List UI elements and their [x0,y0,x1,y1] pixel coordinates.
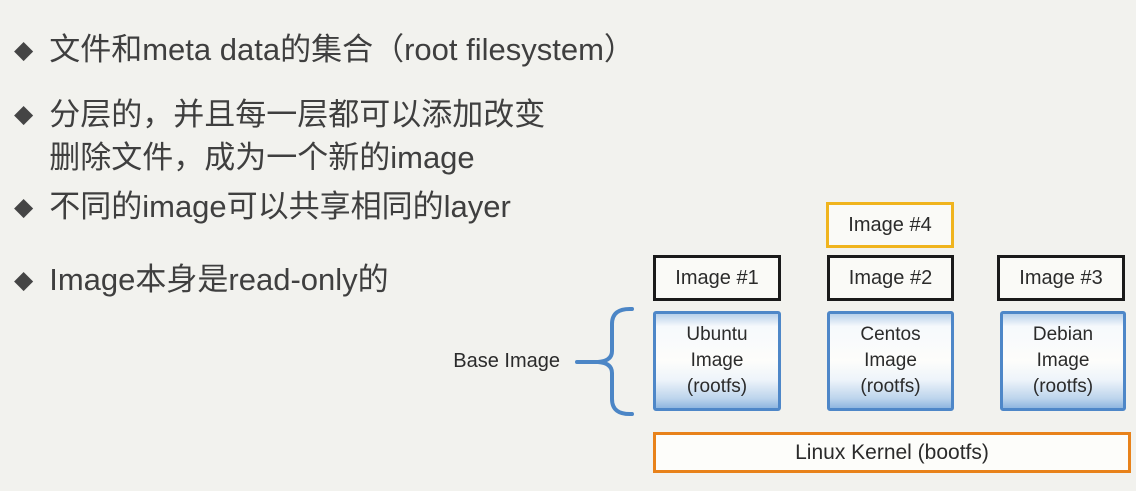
centos-line-2: Image [864,350,917,371]
centos-line-1: Centos [860,324,921,345]
centos-rootfs-label: Centos Image (rootfs) [860,322,920,400]
bullet-item-1: ◆ 文件和meta data的集合（root filesystem） [14,28,635,72]
debian-rootfs-box: Debian Image (rootfs) [1000,311,1126,411]
base-image-label: Base Image [453,350,560,372]
centos-rootfs-box: Centos Image (rootfs) [827,311,954,411]
bullet-text-1: 文件和meta data的集合（root filesystem） [49,32,635,67]
linux-kernel-label: Linux Kernel (bootfs) [795,440,989,464]
bullet-text-2-line-1: 分层的，并且每一层都可以添加改变 [49,97,546,132]
ubuntu-rootfs-label: Ubuntu Image (rootfs) [686,322,747,400]
centos-line-3: (rootfs) [860,376,921,397]
image3-label: Image #3 [1019,266,1103,289]
bullet-item-4: ◆ Image本身是read-only的 [14,258,389,302]
debian-rootfs-label: Debian Image (rootfs) [1033,322,1093,400]
image3-box: Image #3 [997,255,1125,301]
diamond-bullet-icon: ◆ [14,266,34,294]
image4-label: Image #4 [848,213,932,236]
bullet-text-2: 分层的，并且每一层都可以添加改变 删除文件，成为一个新的image [49,93,545,179]
bullet-text-2-line-2: 删除文件，成为一个新的image [49,140,475,175]
ubuntu-rootfs-box: Ubuntu Image (rootfs) [653,311,781,411]
diamond-bullet-icon: ◆ [14,100,34,128]
bullet-item-3: ◆ 不同的image可以共享相同的layer [14,185,511,229]
diamond-bullet-icon: ◆ [14,193,34,221]
bullet-item-2: ◆ 分层的，并且每一层都可以添加改变 删除文件，成为一个新的image [14,93,545,179]
ubuntu-line-2: Image [690,350,744,371]
ubuntu-line-3: (rootfs) [686,376,748,397]
ubuntu-line-1: Ubuntu [686,324,748,345]
image2-box: Image #2 [827,255,954,301]
image4-box: Image #4 [826,202,954,248]
image2-label: Image #2 [848,266,933,289]
diamond-bullet-icon: ◆ [14,36,34,64]
debian-line-1: Debian [1032,324,1094,345]
debian-line-3: (rootfs) [1032,376,1094,397]
image1-label: Image #1 [675,266,759,289]
debian-line-2: Image [1036,350,1090,371]
bullet-text-3: 不同的image可以共享相同的layer [49,189,511,224]
base-image-brace-icon [574,305,638,418]
bullet-text-4: Image本身是read-only的 [49,262,389,297]
image1-box: Image #1 [653,255,781,301]
linux-kernel-box: Linux Kernel (bootfs) [653,432,1131,473]
